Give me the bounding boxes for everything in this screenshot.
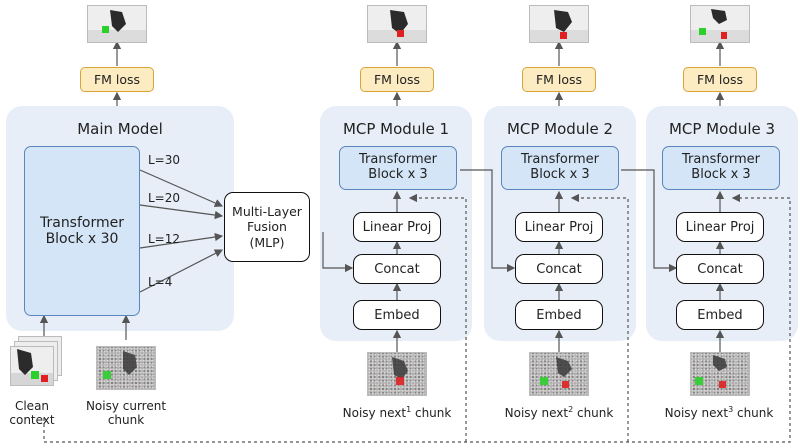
layer-label-l12: L=12 (148, 232, 181, 246)
layer-label-l30: L=30 (148, 153, 181, 167)
mcp2-transformer-line1: Transformer (520, 152, 599, 168)
noisy-current-image (96, 346, 156, 390)
output-image-m1 (367, 5, 427, 43)
fm-loss-m2: FM loss (522, 67, 596, 92)
arrow-l4 (139, 249, 224, 293)
arrow-t2-to-concat3 (621, 169, 678, 273)
arrow-fusion-to-concat1 (322, 232, 354, 273)
noisy-next-1-label: Noisy next1 chunk (342, 405, 452, 420)
fusion-line3: (MLP) (249, 234, 285, 250)
mcp2-transformer-line2: Block x 3 (530, 167, 590, 182)
mcp1-transformer-line2: Block x 3 (368, 167, 428, 182)
mcp2-concat: Concat (515, 254, 603, 284)
mcp2-embed: Embed (515, 300, 603, 330)
mcp1-embed: Embed (353, 300, 441, 330)
noisy-next-2-image (529, 352, 589, 396)
main-model-title: Main Model (77, 120, 163, 138)
arrow-l12 (139, 232, 224, 249)
mcp1-transformer-line1: Transformer (358, 152, 437, 168)
main-transformer-block: Transformer Block x 30 (24, 146, 140, 316)
fm-loss-main: FM loss (80, 67, 154, 92)
fusion-line1: Multi-Layer (232, 203, 302, 219)
mcp3-transformer-line1: Transformer (681, 152, 760, 168)
layer-label-l20: L=20 (148, 191, 181, 205)
mcp-module-1-title: MCP Module 1 (342, 120, 450, 138)
arrow-l30 (139, 169, 224, 207)
output-image-m3 (690, 5, 750, 43)
noisy-current-label-1: Noisy current (85, 399, 167, 413)
noisy-next-1-image (367, 352, 427, 396)
arrow-l20 (139, 204, 224, 220)
mcp2-transformer-block: Transformer Block x 3 (501, 146, 619, 190)
mcp2-linear-proj: Linear Proj (515, 212, 603, 242)
mcp-module-2-title: MCP Module 2 (506, 120, 614, 138)
main-transformer-line2: Block x 30 (45, 231, 119, 247)
mcp3-embed: Embed (676, 300, 764, 330)
output-image-main (87, 5, 147, 43)
mcp1-concat: Concat (353, 254, 441, 284)
main-transformer-line1: Transformer (39, 214, 124, 231)
noisy-next-2-label: Noisy next2 chunk (504, 405, 614, 420)
fm-loss-m3: FM loss (683, 67, 757, 92)
clean-context-image-front (10, 346, 54, 386)
clean-context-label-2: context (9, 413, 55, 427)
arrow-t1-to-concat2 (460, 169, 516, 273)
mcp1-transformer-block: Transformer Block x 3 (339, 146, 457, 190)
noisy-next-3-image (690, 352, 750, 396)
mcp3-linear-proj: Linear Proj (676, 212, 764, 242)
noisy-next-3-label: Noisy next3 chunk (664, 405, 774, 420)
layer-label-l4: L=4 (148, 275, 173, 289)
mcp-module-3-title: MCP Module 3 (668, 120, 776, 138)
mcp3-concat: Concat (676, 254, 764, 284)
mcp3-transformer-block: Transformer Block x 3 (662, 146, 780, 190)
fusion-box: Multi-Layer Fusion (MLP) (224, 192, 310, 262)
fm-loss-m1: FM loss (360, 67, 434, 92)
dashed-context-bus (43, 198, 791, 443)
mcp3-transformer-line2: Block x 3 (691, 167, 751, 182)
fusion-line2: Fusion (247, 219, 287, 235)
noisy-current-label-2: chunk (107, 413, 145, 427)
output-image-m2 (529, 5, 589, 43)
mcp1-linear-proj: Linear Proj (353, 212, 441, 242)
clean-context-label-1: Clean (14, 399, 50, 413)
